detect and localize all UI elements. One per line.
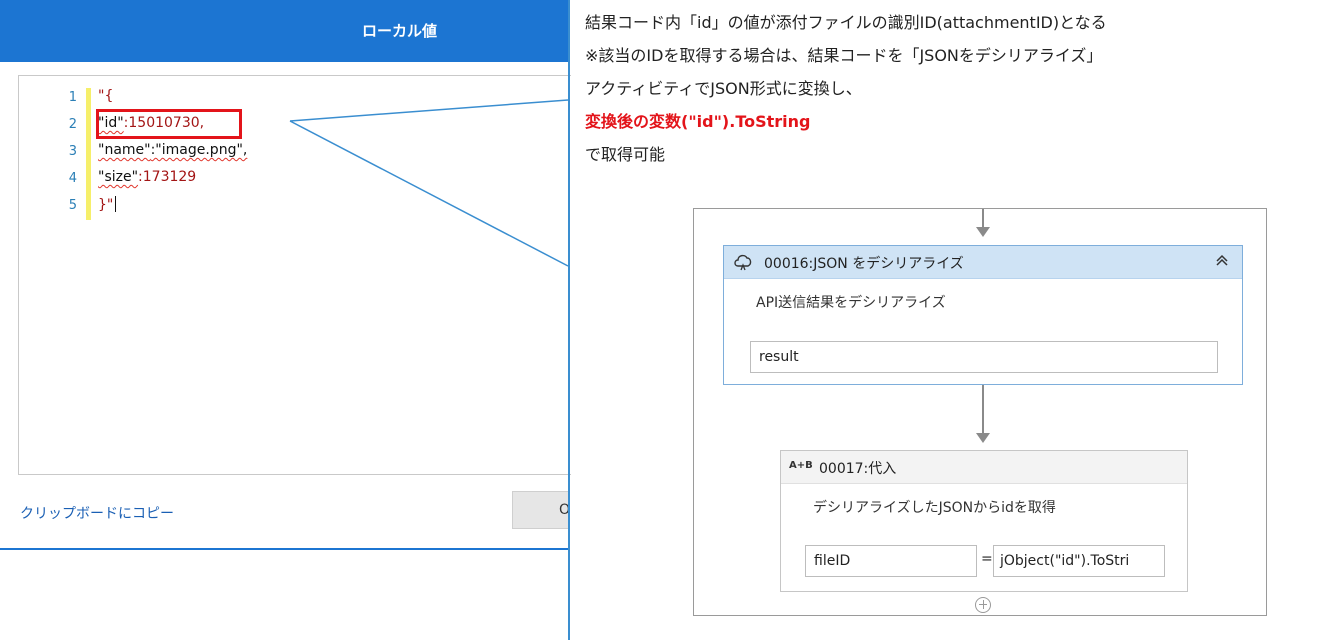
code-line-4: "size":173129: [98, 169, 196, 185]
code-editor[interactable]: 1 "{ 2 "id":15010730, 3 "name":"image.pn…: [18, 75, 571, 475]
line-number: 1: [68, 90, 77, 105]
note-line-emphasis: 変換後の変数("id").ToString: [585, 112, 811, 131]
dialog-titlebar: ローカル値: [0, 0, 570, 62]
change-marker: [86, 88, 91, 220]
ok-button[interactable]: OK: [512, 491, 570, 529]
equals-sign: =: [981, 551, 993, 567]
callout-border: [568, 0, 570, 640]
arrow-down-icon: [976, 227, 990, 237]
json-value: :"image.png",: [150, 142, 248, 158]
note-line: で取得可能: [585, 145, 666, 164]
activity-title: 00017:代入: [819, 461, 897, 477]
code-line-5: }": [98, 196, 117, 213]
activity-assign[interactable]: A+B 00017:代入 デシリアライズしたJSONからidを取得 fileID…: [780, 450, 1188, 592]
json-key: "name": [98, 142, 151, 158]
activity-header: A+B 00017:代入: [781, 451, 1187, 484]
note-line: ※該当のIDを取得する場合は、結果コードを「JSONをデシリアライズ」: [585, 46, 1103, 65]
json-key: "size": [98, 169, 139, 185]
local-value-dialog: ローカル値 1 "{ 2 "id":15010730, 3 "name":"im…: [0, 0, 571, 550]
line-number: 4: [68, 171, 77, 186]
add-activity-icon[interactable]: [975, 597, 991, 613]
json-key: "id": [98, 115, 124, 131]
copy-to-clipboard-link[interactable]: クリップボードにコピー: [20, 506, 174, 522]
flow-connector: [982, 385, 984, 433]
line-number: 2: [68, 117, 77, 132]
line-number: 3: [68, 144, 77, 159]
cloud-icon: [732, 252, 754, 276]
note-line: アクティビティでJSON形式に変換し、: [585, 79, 862, 98]
dialog-title: ローカル値: [362, 22, 438, 40]
double-chevron-up-icon[interactable]: [1214, 252, 1230, 272]
result-field[interactable]: result: [750, 341, 1218, 373]
json-value: :173129: [138, 169, 197, 185]
id-highlight-box: [96, 109, 242, 139]
activity-description: デシリアライズしたJSONからidを取得: [813, 500, 1056, 516]
code-line-3: "name":"image.png",: [98, 142, 247, 158]
text-cursor: [115, 196, 117, 212]
activity-title: 00016:JSON をデシリアライズ: [764, 256, 964, 272]
note-line: 結果コード内「id」の値が添付ファイルの識別ID(attachmentID)とな…: [585, 13, 1107, 32]
activity-description: API送信結果をデシリアライズ: [756, 295, 946, 311]
flow-connector: [982, 209, 984, 227]
explanation-notes: 結果コード内「id」の値が添付ファイルの識別ID(attachmentID)とな…: [585, 0, 1325, 171]
arrow-down-icon: [976, 433, 990, 443]
activity-header: 00016:JSON をデシリアライズ: [724, 246, 1242, 279]
activity-json-deserialize[interactable]: 00016:JSON をデシリアライズ API送信結果をデシリアライズ resu…: [723, 245, 1243, 385]
code-text: }": [98, 197, 114, 213]
json-value: :15010730,: [123, 115, 205, 131]
dialog-bottom-border: [0, 548, 570, 550]
assign-value-field[interactable]: jObject("id").ToStri: [993, 545, 1165, 577]
workflow-panel: 00016:JSON をデシリアライズ API送信結果をデシリアライズ resu…: [693, 208, 1267, 616]
code-line-1: "{: [98, 88, 113, 104]
code-line-2: "id":15010730,: [98, 115, 204, 131]
assign-icon: A+B: [789, 460, 813, 471]
assign-to-field[interactable]: fileID: [805, 545, 977, 577]
line-number: 5: [68, 198, 77, 213]
code-text: "{: [98, 88, 114, 104]
